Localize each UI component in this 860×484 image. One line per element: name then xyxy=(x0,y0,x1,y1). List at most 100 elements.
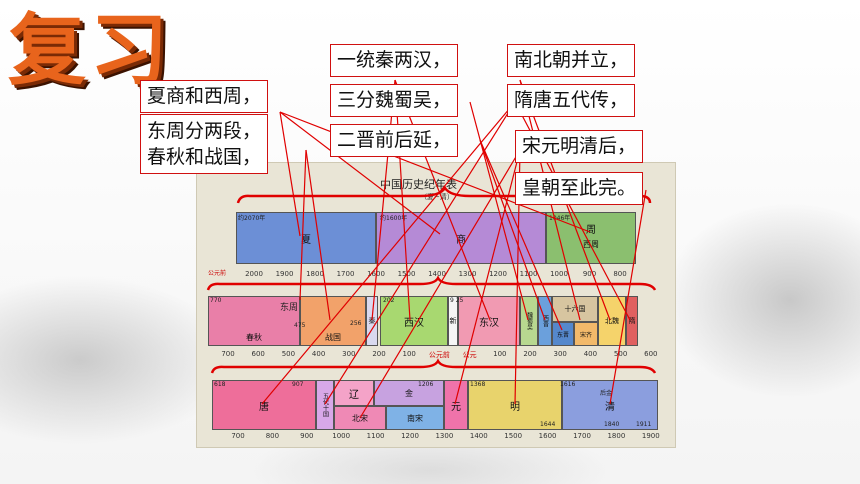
seg-shiliuguo: 十六国 xyxy=(552,296,598,322)
mnemonic-xia-shang-zhou: 夏商和西周， xyxy=(140,80,269,113)
seg-label: 夏 xyxy=(301,234,311,246)
start-label: 618 xyxy=(214,381,226,388)
axis-tick-label: 600 xyxy=(644,350,658,358)
seg-label: 清 xyxy=(605,401,615,413)
start-label: 1368 xyxy=(470,381,486,388)
axis-tick-label: 1200 xyxy=(401,432,419,440)
axis-tick-label: 1800 xyxy=(607,432,626,440)
chart-title: 中国历史纪年表 xyxy=(380,178,457,191)
mnemonic-sanguo: 三分魏蜀吴， xyxy=(330,84,459,117)
seg-label: 唐 xyxy=(259,401,269,413)
end-label: 1644 xyxy=(540,421,556,428)
start-label: 1616 xyxy=(560,381,576,388)
seg-label: 北魏 xyxy=(605,317,619,325)
seg-beisong: 北宋 xyxy=(334,406,386,430)
seg-yuan: 元 xyxy=(444,380,468,430)
seg-sublabel: 西周 xyxy=(583,240,599,249)
seg-label: 南宋 xyxy=(407,413,423,423)
seg-jin: 金 xyxy=(374,380,444,406)
seg-songqi: 宋齐 xyxy=(574,322,598,346)
seg-label: 金 xyxy=(405,388,413,398)
chart-subtitle: （夏~清） xyxy=(420,193,454,201)
start-label: 1206 xyxy=(418,381,434,388)
axis-tick-label: 300 xyxy=(553,350,567,358)
start-label: 9 25 xyxy=(450,297,464,304)
axis-tick-label: 1100 xyxy=(366,432,385,440)
axis-tick-label: 500 xyxy=(613,350,628,358)
seg-label: 魏蜀吴 xyxy=(525,312,533,330)
start-label: 475 xyxy=(294,322,306,329)
axis-tick-label: 1600 xyxy=(538,432,557,440)
axis-tick-label: 900 xyxy=(582,270,597,278)
seg-label: 东晋 xyxy=(556,331,569,339)
seg-label: 元 xyxy=(451,401,461,413)
seg-label: 北宋 xyxy=(352,413,368,423)
seg-label: 辽 xyxy=(349,389,359,401)
seg-label: 宋齐 xyxy=(579,331,592,339)
seg-donghan: 东汉 xyxy=(458,296,520,346)
axis-tick-label: 1600 xyxy=(367,270,385,278)
axis-tick-label: 公元前 xyxy=(428,351,450,359)
axis-tick-label: 200 xyxy=(372,350,386,358)
axis-tick-label: 100 xyxy=(402,350,416,358)
seg-label: 西晋 xyxy=(541,315,549,327)
seg-dongjin: 东晋 xyxy=(552,322,574,346)
seg-sui: 隋 xyxy=(626,296,638,346)
seg-nansong: 南宋 xyxy=(386,406,444,430)
start-label: 770 xyxy=(210,297,222,304)
axis-tick-label: 700 xyxy=(231,432,245,440)
axis-tick-label: 2000 xyxy=(245,270,263,278)
axis-tick-label: 1000 xyxy=(332,432,351,440)
seg-label: 西汉 xyxy=(404,317,424,329)
seg-label: 五代十国 xyxy=(321,393,329,417)
year-label: 256 xyxy=(350,320,362,327)
seg-label: 明 xyxy=(510,401,520,413)
seg-wudai: 五代十国 xyxy=(316,380,334,430)
axis-tick-label: 600 xyxy=(251,350,265,358)
axis-tick-label: 1500 xyxy=(504,432,523,440)
seg-label: 东汉 xyxy=(479,317,499,329)
axis-tick-label: 1000 xyxy=(550,270,568,278)
seg-beiwei: 北魏 xyxy=(598,296,626,346)
end-label: 907 xyxy=(292,381,304,388)
start-label: 202 xyxy=(383,297,395,304)
seg-label: 战国 xyxy=(325,333,341,342)
axis-tick-label: 公元 xyxy=(462,351,477,359)
mnemonic-nanbeichao: 南北朝并立， xyxy=(507,44,636,77)
axis-tick-label: 100 xyxy=(493,350,507,358)
mnemonic-jin: 二晋前后延， xyxy=(330,124,459,157)
axis-tick-label: 1800 xyxy=(306,270,324,278)
mnemonic-line: 东周分两段， xyxy=(147,120,262,142)
axis-tick-label: 300 xyxy=(342,350,356,358)
axis-tick-label: 1300 xyxy=(435,432,454,440)
axis-tick-label: 800 xyxy=(265,432,280,440)
axis-tick-label: 800 xyxy=(613,270,627,278)
seg-label: 春秋 xyxy=(246,333,262,342)
axis-tick-label: 900 xyxy=(300,432,314,440)
seg-qin: 秦 xyxy=(366,296,378,346)
houjin-label: 后金 xyxy=(600,390,613,397)
mnemonic-song-yuan-ming-qing: 宋元明清后， xyxy=(515,130,644,163)
seg-label: 隋 xyxy=(628,317,636,325)
axis-tick-label: 200 xyxy=(523,350,537,358)
axis-tick-label: 700 xyxy=(221,350,235,358)
axis-tick-label: 1900 xyxy=(641,432,660,440)
start-label: 约1600年 xyxy=(380,215,408,222)
axis-tick-label: 1900 xyxy=(275,270,294,278)
seg-label: 商 xyxy=(456,234,466,246)
mnemonic-line: 春秋和战国， xyxy=(147,146,262,168)
era-label: 公元前 xyxy=(208,270,227,277)
seg-label: 周 xyxy=(586,225,596,236)
axis-tick-label: 1100 xyxy=(519,270,538,278)
mnemonic-qin-han: 一统秦两汉， xyxy=(330,44,459,77)
year-label: 1840 xyxy=(604,421,620,428)
axis-tick-label: 400 xyxy=(583,350,598,358)
axis-tick-label: 1400 xyxy=(428,270,446,278)
axis-tick-label: 1500 xyxy=(397,270,416,278)
mnemonic-dongzhou: 东周分两段， 春秋和战国， xyxy=(140,114,269,174)
axis-tick-label: 1700 xyxy=(336,270,355,278)
start-label: 1046年 xyxy=(549,215,571,222)
end-label: 1911 xyxy=(636,421,652,428)
